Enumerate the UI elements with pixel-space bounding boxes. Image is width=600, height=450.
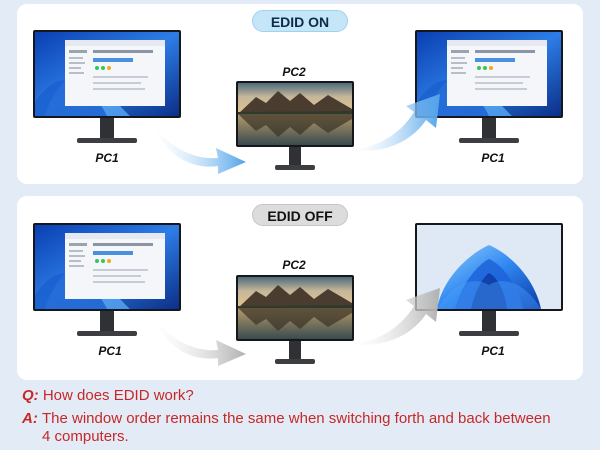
pc1-monitor-right-top: [415, 30, 563, 148]
arrow-up-right-icon: [352, 288, 440, 345]
windows-desktop-screen: [33, 223, 181, 311]
edid-on-badge: EDID ON: [252, 10, 348, 32]
pc1-label-left-top: PC1: [95, 151, 119, 165]
pc1-monitor-right-bottom: [415, 223, 563, 341]
windows-bloom-screen: [415, 223, 563, 311]
pc2-monitor-bottom: [236, 275, 354, 371]
edid-off-badge: EDID OFF: [252, 204, 348, 226]
question-text: How does EDID work?: [42, 387, 194, 404]
pc1-monitor-left-bottom: [33, 223, 181, 341]
arrow-right-icon: [152, 122, 246, 174]
pc1-label-right-bottom: PC1: [481, 344, 505, 358]
pc2-monitor-top: [236, 81, 354, 177]
question-line: Q: How does EDID work?: [22, 387, 194, 405]
answer-line: A: The window order remains the same whe…: [22, 410, 582, 446]
pc2-label-top: PC2: [282, 65, 306, 79]
pc2-label-bottom: PC2: [282, 258, 306, 272]
pc1-monitor-left-top: [33, 30, 181, 148]
arrow-up-right-icon: [352, 94, 440, 151]
landscape-screen: [236, 275, 354, 341]
answer-text: The window order remains the same when s…: [42, 410, 551, 445]
windows-desktop-screen: [415, 30, 563, 118]
pc1-label-left-bottom: PC1: [98, 344, 122, 358]
answer-prefix: A:: [22, 410, 38, 427]
windows-desktop-screen: [33, 30, 181, 118]
pc1-label-right-top: PC1: [481, 151, 505, 165]
question-prefix: Q:: [22, 387, 39, 404]
arrow-right-icon: [152, 314, 246, 366]
landscape-screen: [236, 81, 354, 147]
